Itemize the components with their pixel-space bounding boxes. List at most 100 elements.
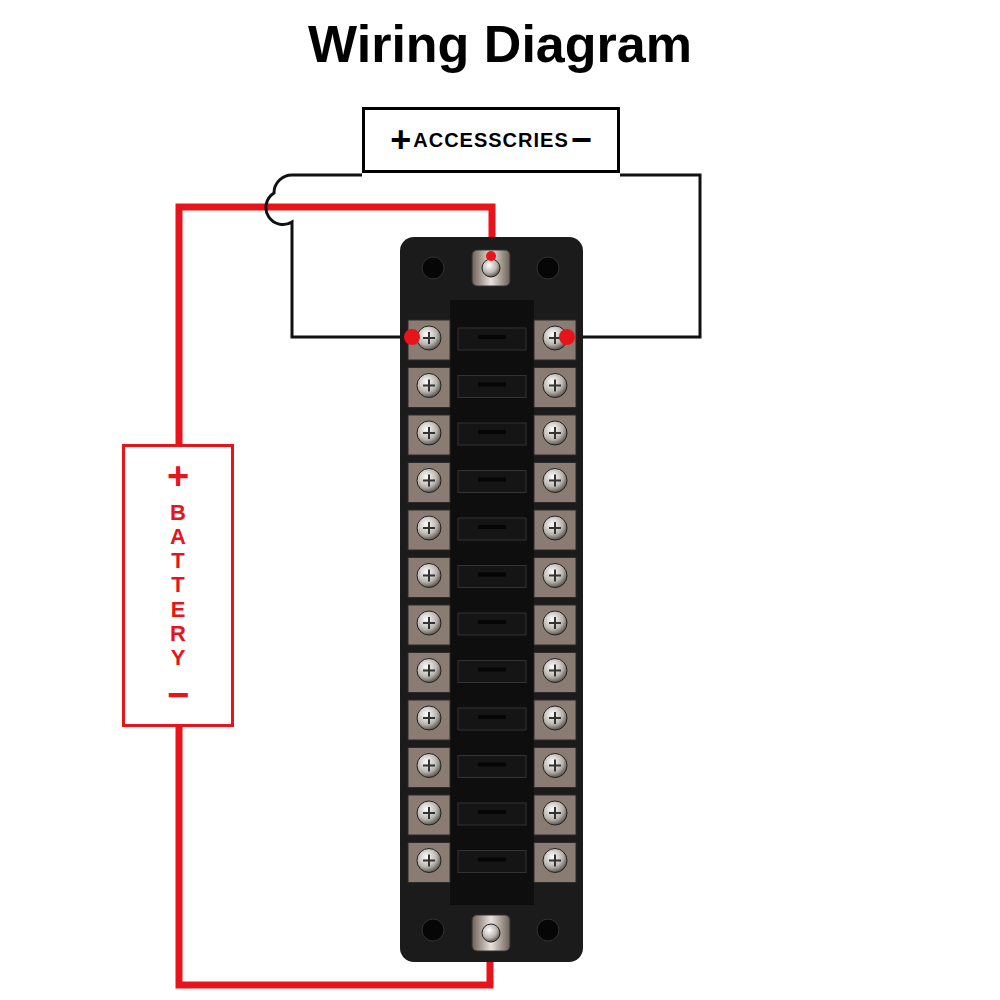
- mount-hole: [422, 257, 444, 279]
- terminal-plate: [534, 463, 576, 503]
- screw-slot: [549, 665, 561, 677]
- terminal-screw: [543, 374, 567, 398]
- terminal-screw: [543, 801, 567, 825]
- fuse-slot-column: [450, 300, 534, 905]
- screw-slot: [549, 570, 561, 582]
- fuse-socket: [478, 715, 506, 719]
- terminal-plate: [408, 605, 450, 645]
- fuse-socket: [478, 763, 506, 767]
- diagram-title: Wiring Diagram: [0, 14, 1000, 74]
- terminal-plate: [534, 605, 576, 645]
- terminal-plate: [534, 748, 576, 788]
- battery-box: + BATTERY −: [122, 444, 234, 727]
- fuse-socket: [478, 810, 506, 814]
- screw-slot: [423, 855, 435, 867]
- screw-slot: [423, 712, 435, 724]
- screw-slot: [423, 807, 435, 819]
- terminal-plate: [408, 795, 450, 835]
- terminal-screw: [543, 564, 567, 588]
- screw-slot: [423, 665, 435, 677]
- terminal-screw: [543, 611, 567, 635]
- fuse-socket: [478, 478, 506, 482]
- accessories-box: +ACCESSCRIES−: [362, 107, 620, 173]
- terminal-plate: [534, 558, 576, 598]
- screw-slot: [549, 522, 561, 534]
- fuse-slot: [458, 328, 526, 350]
- terminal-screw: [417, 611, 441, 635]
- terminal-screw: [543, 849, 567, 873]
- fuse-slot: [458, 661, 526, 683]
- terminal-screw: [417, 326, 441, 350]
- screw-slot: [423, 522, 435, 534]
- screw-slot: [423, 475, 435, 487]
- fuse-socket: [478, 573, 506, 577]
- plus-sign: +: [167, 457, 189, 495]
- fuse-slot: [458, 756, 526, 778]
- fuse-slot: [458, 803, 526, 825]
- terminal-plate: [408, 653, 450, 693]
- fuse-socket: [478, 430, 506, 434]
- terminal-screw: [543, 659, 567, 683]
- screw-slot: [549, 475, 561, 487]
- battery-label: BATTERY: [167, 501, 189, 670]
- screw-slot: [423, 617, 435, 629]
- minus-sign: −: [571, 122, 592, 158]
- terminal-screw: [417, 849, 441, 873]
- mount-hole: [422, 919, 444, 941]
- terminal-screw: [543, 469, 567, 493]
- terminal-plate: [534, 795, 576, 835]
- terminal-plate: [534, 368, 576, 408]
- terminal-plate: [408, 415, 450, 455]
- fuse-socket: [478, 858, 506, 862]
- screw-slot: [423, 380, 435, 392]
- terminal-screw: [543, 421, 567, 445]
- screw-slot: [549, 617, 561, 629]
- terminal-plate: [408, 700, 450, 740]
- terminal-plate: [408, 558, 450, 598]
- terminal-plate: [408, 843, 450, 883]
- fuse-socket: [478, 668, 506, 672]
- fuse-socket: [478, 335, 506, 339]
- terminal-plate: [408, 463, 450, 503]
- accessories-label: ACCESSCRIES: [413, 130, 568, 150]
- screw-slot: [549, 760, 561, 772]
- positive-stud: [472, 250, 510, 286]
- terminal-plate: [408, 368, 450, 408]
- mount-hole: [537, 919, 559, 941]
- terminal-screw: [417, 754, 441, 778]
- terminal-screw: [417, 421, 441, 445]
- terminal-screw: [543, 516, 567, 540]
- terminal-rows: [408, 320, 576, 883]
- terminal-screw: [417, 706, 441, 730]
- terminal-plate: [534, 700, 576, 740]
- terminal-plate: [408, 510, 450, 550]
- connection-dot: [559, 329, 575, 345]
- screw-slot: [423, 760, 435, 772]
- screw-slot: [423, 332, 435, 344]
- screw-slot: [549, 380, 561, 392]
- screw-slot: [549, 712, 561, 724]
- fuse-slot: [458, 423, 526, 445]
- fuse-slot: [458, 851, 526, 873]
- terminal-plate: [534, 415, 576, 455]
- screw-slot: [549, 807, 561, 819]
- mount-hole: [537, 257, 559, 279]
- terminal-plate: [534, 320, 576, 360]
- terminal-screw: [417, 564, 441, 588]
- terminal-screw: [417, 469, 441, 493]
- minus-sign: −: [167, 676, 189, 714]
- terminal-plate: [534, 653, 576, 693]
- fuse-socket: [478, 383, 506, 387]
- screw-slot: [549, 855, 561, 867]
- screw-slot: [549, 427, 561, 439]
- terminal-plate: [408, 748, 450, 788]
- terminal-screw: [543, 754, 567, 778]
- terminal-screw: [543, 706, 567, 730]
- terminal-plate: [534, 510, 576, 550]
- terminal-screw: [417, 516, 441, 540]
- negative-stud: [472, 915, 510, 951]
- terminal-screw: [417, 659, 441, 683]
- fuse-slot: [458, 518, 526, 540]
- screw-slot: [423, 570, 435, 582]
- plus-sign: +: [390, 122, 411, 158]
